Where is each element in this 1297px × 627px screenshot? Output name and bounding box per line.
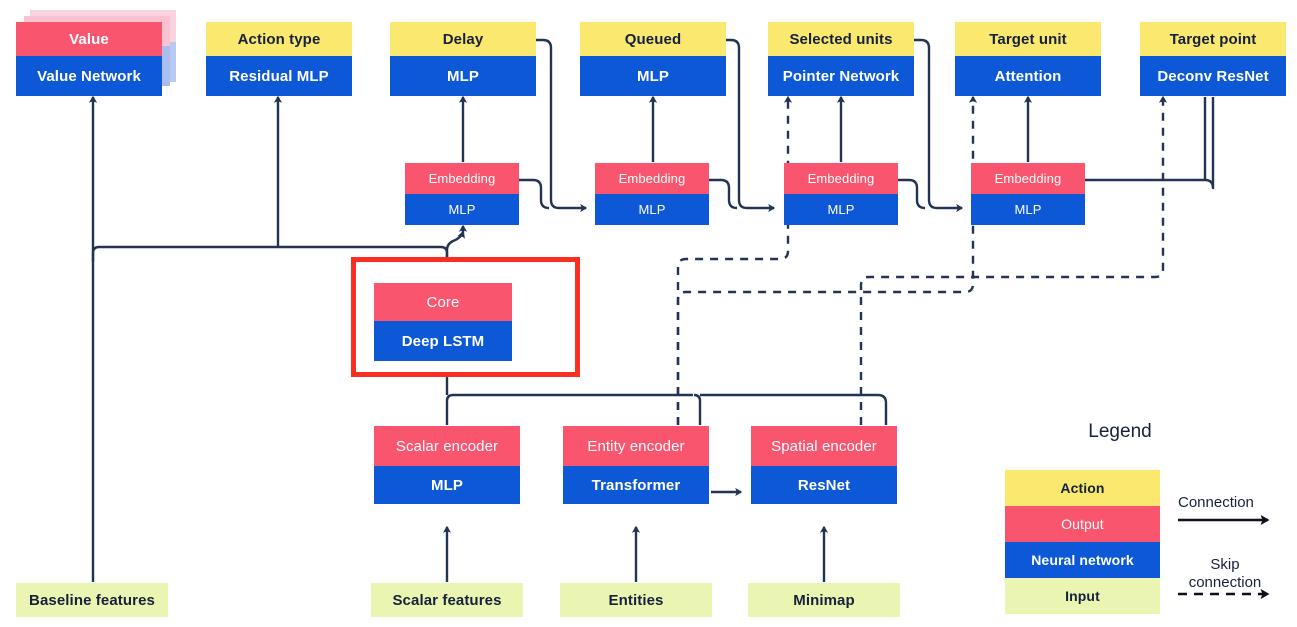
legend-connection-label: Connection (1178, 494, 1254, 511)
head-action-type[interactable]: Action type Residual MLP (206, 22, 352, 96)
legend-arrow-samples (1178, 514, 1270, 600)
legend-title: Legend (1088, 421, 1152, 442)
legend-swatch-neural-network: Neural network (1005, 542, 1160, 578)
input-baseline-features-label: Baseline features (16, 583, 168, 617)
head-delay[interactable]: Delay MLP (390, 22, 536, 96)
entity-encoder-network-label: Transformer (563, 466, 709, 504)
core-output-label: Core (374, 283, 512, 321)
head-selected-units-action-label: Selected units (768, 22, 914, 56)
legend-skip-label-line2: connection (1188, 574, 1262, 591)
embedding-2-output-label: Embedding (595, 163, 709, 194)
legend-swatch-action: Action (1005, 470, 1160, 506)
head-queued[interactable]: Queued MLP (580, 22, 726, 96)
head-target-unit-action-label: Target unit (955, 22, 1101, 56)
spatial-encoder-network-label: ResNet (751, 466, 897, 504)
head-value[interactable]: Value Value Network (16, 22, 162, 96)
embedding-3-network-label: MLP (784, 194, 898, 225)
embedding-3[interactable]: Embedding MLP (784, 163, 898, 225)
scalar-encoder-output-label: Scalar encoder (374, 426, 520, 466)
core-network-label: Deep LSTM (374, 321, 512, 361)
input-scalar-features[interactable]: Scalar features (371, 583, 523, 617)
input-entities-label: Entities (560, 583, 712, 617)
scalar-encoder[interactable]: Scalar encoder MLP (374, 426, 520, 504)
legend-swatch-stack: Action Output Neural network Input (1005, 470, 1160, 614)
head-target-point-action-label: Target point (1140, 22, 1286, 56)
legend-swatch-output: Output (1005, 506, 1160, 542)
head-target-unit[interactable]: Target unit Attention (955, 22, 1101, 96)
spatial-encoder-output-label: Spatial encoder (751, 426, 897, 466)
head-target-unit-network-label: Attention (955, 56, 1101, 96)
embedding-1-output-label: Embedding (405, 163, 519, 194)
embedding-4[interactable]: Embedding MLP (971, 163, 1085, 225)
embedding-2[interactable]: Embedding MLP (595, 163, 709, 225)
head-queued-action-label: Queued (580, 22, 726, 56)
core-node[interactable]: Core Deep LSTM (374, 283, 512, 361)
spatial-encoder[interactable]: Spatial encoder ResNet (751, 426, 897, 504)
head-target-point[interactable]: Target point Deconv ResNet (1140, 22, 1286, 96)
head-delay-network-label: MLP (390, 56, 536, 96)
input-baseline-features[interactable]: Baseline features (16, 583, 168, 617)
legend-swatch-input: Input (1005, 578, 1160, 614)
embedding-1-network-label: MLP (405, 194, 519, 225)
embedding-2-network-label: MLP (595, 194, 709, 225)
input-scalar-features-label: Scalar features (371, 583, 523, 617)
head-selected-units-network-label: Pointer Network (768, 56, 914, 96)
legend-skip-label-line1: Skip (1210, 556, 1240, 573)
input-entities[interactable]: Entities (560, 583, 712, 617)
head-delay-action-label: Delay (390, 22, 536, 56)
head-value-action-label: Value (16, 22, 162, 56)
embedding-1[interactable]: Embedding MLP (405, 163, 519, 225)
head-action-type-network-label: Residual MLP (206, 56, 352, 96)
head-action-type-action-label: Action type (206, 22, 352, 56)
embedding-4-output-label: Embedding (971, 163, 1085, 194)
embedding-3-output-label: Embedding (784, 163, 898, 194)
input-minimap[interactable]: Minimap (748, 583, 900, 617)
embedding-4-network-label: MLP (971, 194, 1085, 225)
scalar-encoder-network-label: MLP (374, 466, 520, 504)
input-minimap-label: Minimap (748, 583, 900, 617)
head-value-network-label: Value Network (16, 56, 162, 96)
entity-encoder-output-label: Entity encoder (563, 426, 709, 466)
head-target-point-network-label: Deconv ResNet (1140, 56, 1286, 96)
head-queued-network-label: MLP (580, 56, 726, 96)
entity-encoder[interactable]: Entity encoder Transformer (563, 426, 709, 504)
head-selected-units[interactable]: Selected units Pointer Network (768, 22, 914, 96)
